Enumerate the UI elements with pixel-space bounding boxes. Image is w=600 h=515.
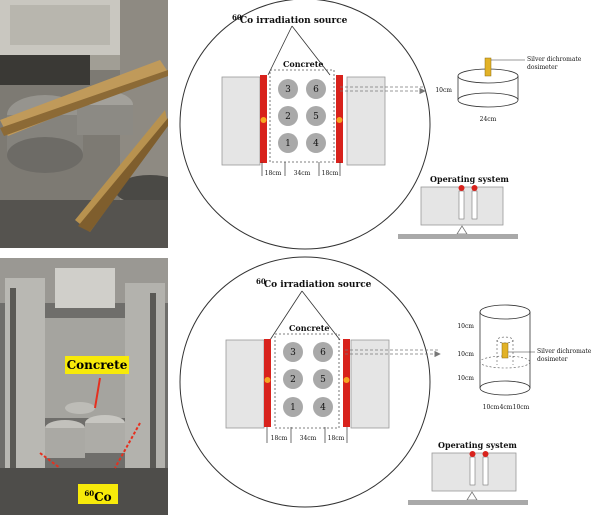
top-sample-label-4: 4 [313,139,319,149]
bottom-os-source-2 [482,451,489,457]
top-dim-right: 18cm [322,170,339,177]
bottom-cylinder-width-middle: 4cm [500,404,513,411]
bottom-sample-label-1: 1 [290,403,296,413]
top-samples: 3 6 2 5 1 4 [278,79,326,153]
top-left-shield [221,76,261,166]
bottom-concrete-frame [274,333,340,429]
photo-bottom: Concrete 60Co [0,258,168,515]
top-os-source-1 [458,185,465,191]
bottom-dosimeter-label-1: Silver dichromate [537,348,592,355]
bottom-dosimeter-cylinder [479,304,535,396]
top-right-source-dot [336,117,343,123]
bottom-sample-label-4: 4 [320,403,326,413]
bottom-sample-label-3: 3 [290,348,296,358]
top-sample-5 [306,106,326,126]
bottom-dosimeter-label-2: dosimeter [537,356,568,363]
top-sample-1 [278,133,298,153]
top-sample-label-5: 5 [313,112,319,122]
bottom-os-source-1 [469,451,476,457]
top-operating-base [398,234,518,239]
top-source-superscript: 60 [232,13,242,22]
bottom-dim-right: 18cm [328,435,345,442]
bottom-right-shield [350,339,390,429]
bottom-sample-5 [313,369,333,389]
bottom-sample-label-5: 5 [320,375,326,385]
bottom-source-superscript: 60 [256,277,266,286]
bottom-concrete-label: Concrete [289,323,329,333]
top-dosimeter-vial [484,57,492,77]
bottom-left-shield [225,339,265,429]
bottom-sample-label-2: 2 [290,375,296,385]
bottom-source-label: Co irradiation source [264,280,372,290]
bottom-sample-6 [313,342,333,362]
top-chamber-circle [179,0,431,250]
top-dim-left: 18cm [265,170,282,177]
photo-top-illustration [0,0,168,248]
top-dim-center: 34cm [294,170,311,177]
bottom-sample-2 [283,369,303,389]
bottom-cylinder-width-left: 10cm [483,404,500,411]
photo-co-text: Co [94,490,112,504]
top-dosimeter-label-1: Silver dichromate [527,56,582,63]
top-operating-system-label: Operating system [430,174,509,184]
top-concrete-label: Concrete [283,59,323,69]
bottom-dim-left: 18cm [271,435,288,442]
bottom-sample-3 [283,342,303,362]
photo-concrete-label: Concrete [65,356,129,374]
bottom-cylinder-height-middle: 10cm [457,351,474,358]
top-sample-label-3: 3 [285,85,291,95]
bottom-dimension-lines [266,427,348,443]
top-dimension-lines [261,162,341,176]
top-sample-2 [278,106,298,126]
bottom-operating-system-label: Operating system [438,440,517,450]
top-dosimeter-label-2: dosimeter [527,64,558,71]
bottom-sample-1 [283,397,303,417]
bottom-chamber-circle [179,256,431,508]
bottom-diagram: 60 Co irradiation source Concrete 3 6 2 … [179,256,592,508]
bottom-cylinder-height-bottom: 10cm [457,375,474,382]
bottom-cylinder-width-right: 10cm [513,404,530,411]
top-concrete-frame [269,69,335,163]
top-sample-label-2: 2 [285,112,291,122]
top-dosimeter-cylinder [457,57,525,108]
top-cylinder-diameter: 24cm [480,116,497,123]
bottom-dosimeter-vial [501,342,509,359]
top-sample-4 [306,133,326,153]
top-sample-6 [306,79,326,99]
bottom-sample-4 [313,397,333,417]
top-os-source-2 [471,185,478,191]
bottom-cylinder-height-top: 10cm [457,323,474,330]
top-sample-label-1: 1 [285,139,291,149]
bottom-operating-base [408,500,528,505]
bottom-samples: 3 6 2 5 1 4 [283,342,333,417]
photo-co-label: 60Co [78,484,118,504]
photo-co-superscript: 60 [84,489,95,498]
top-sample-label-6: 6 [313,85,319,95]
bottom-dim-center: 34cm [300,435,317,442]
top-left-source-dot [260,117,267,123]
photo-top [0,0,168,248]
photo-bottom-illustration [0,258,168,515]
top-sample-3 [278,79,298,99]
top-diagram: 60 Co irradiation source Concrete 3 6 2 … [179,0,582,250]
top-right-shield [346,76,386,166]
top-cylinder-height: 10cm [435,87,452,94]
top-source-label: Co irradiation source [240,16,348,26]
bottom-left-source-dot [264,377,271,383]
bottom-right-source-dot [343,377,350,383]
bottom-sample-label-6: 6 [320,348,326,358]
